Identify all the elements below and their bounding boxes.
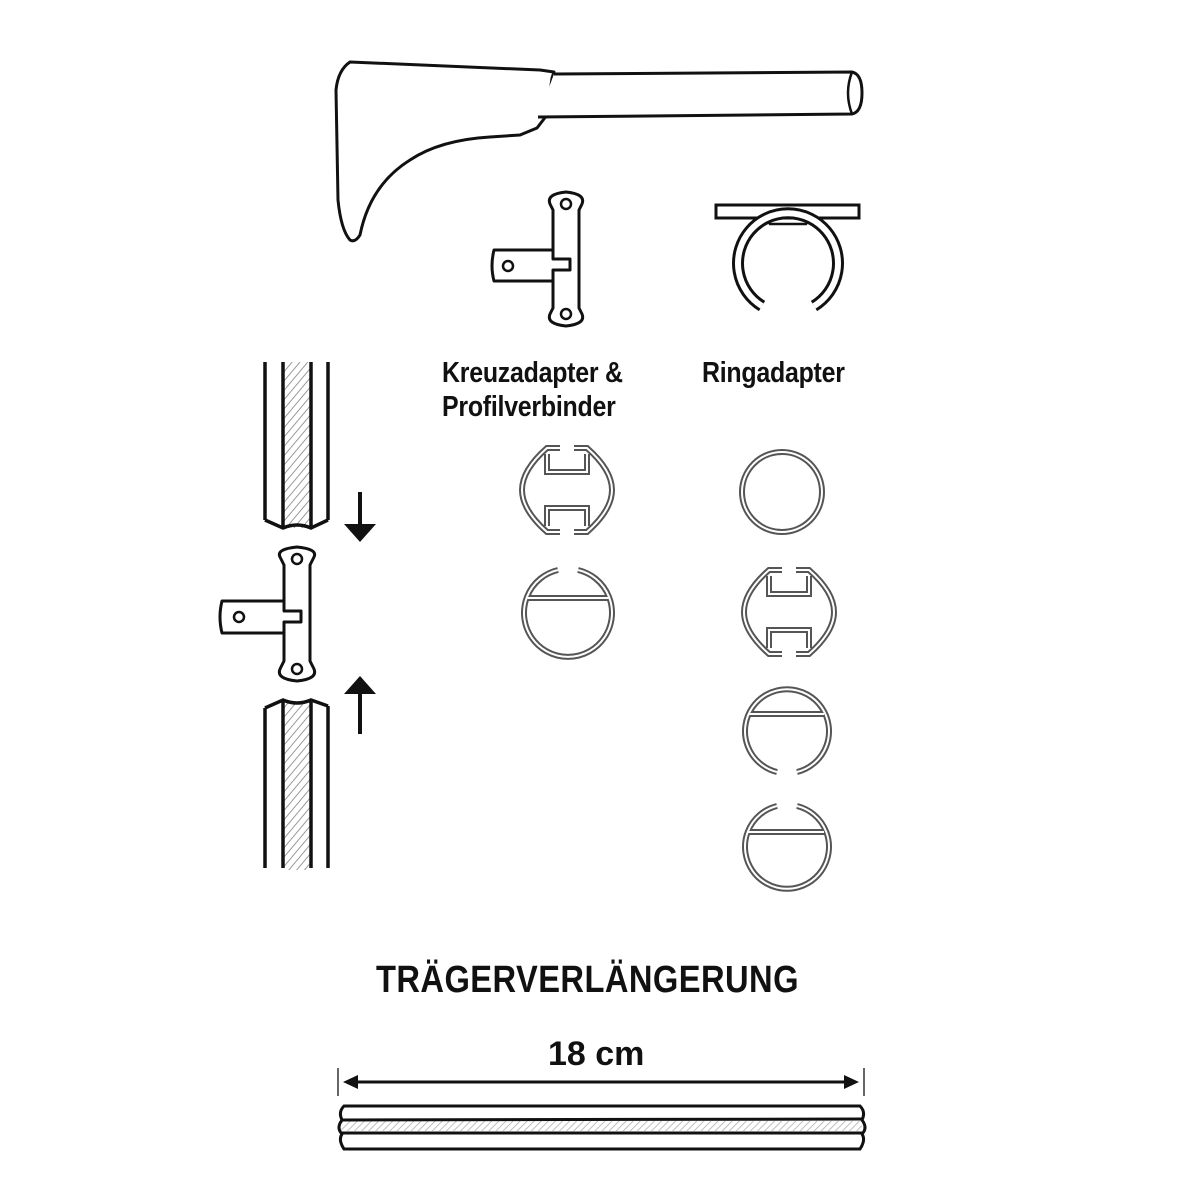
- ring-adapter-icon: [714, 203, 861, 312]
- cross-adapter-assembly-icon: [218, 545, 317, 683]
- cross-adapter-label: Kreuzadapter & Profilverbinder: [442, 356, 623, 424]
- cross-adapter-label-line1: Kreuzadapter &: [442, 357, 623, 389]
- arrow-down-icon: [344, 492, 376, 542]
- top-slot-profile-icon-2: [742, 803, 832, 892]
- extension-title: TRÄGERVERLÄNGERUNG: [376, 959, 799, 1001]
- double-channel-profile-icon: [518, 445, 616, 535]
- round-tube-profile-icon: [739, 449, 825, 535]
- arrow-up-icon: [344, 676, 376, 734]
- cross-adapter-icon: [490, 190, 585, 328]
- ring-adapter-label: Ringadapter: [702, 357, 845, 389]
- extension-length-label: 18 cm: [548, 1035, 645, 1073]
- double-channel-profile-icon-2: [740, 567, 838, 657]
- top-slot-profile-icon: [521, 567, 615, 660]
- bottom-slot-profile-icon: [742, 686, 832, 775]
- cross-adapter-label-line2: Profilverbinder: [442, 391, 616, 423]
